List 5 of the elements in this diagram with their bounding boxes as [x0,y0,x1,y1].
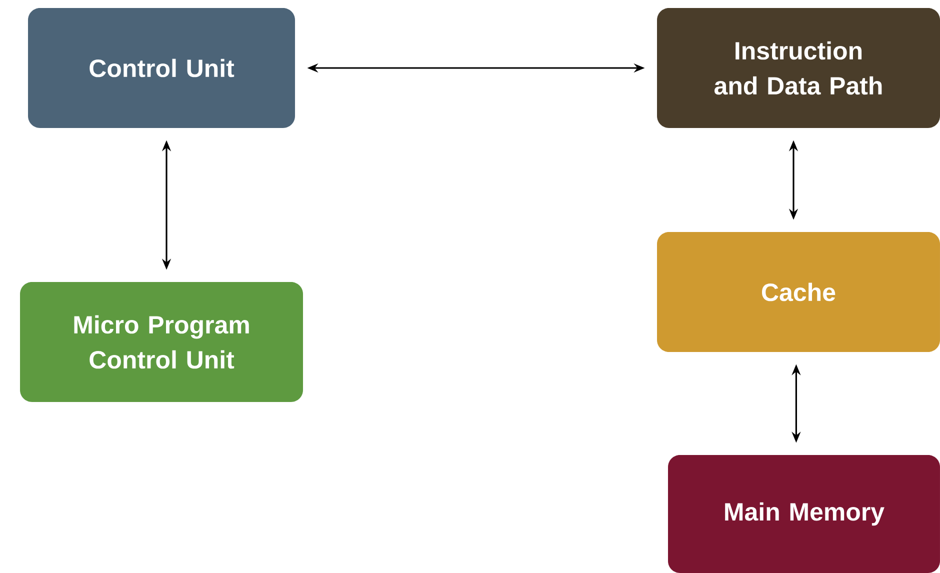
process-box: Micro Program Control Unit [20,282,303,402]
process-box: Main Memory [668,455,940,573]
process-box: Cache [657,232,940,352]
process-box: Instruction and Data Path [657,8,940,128]
process-box: Control Unit [28,8,295,128]
